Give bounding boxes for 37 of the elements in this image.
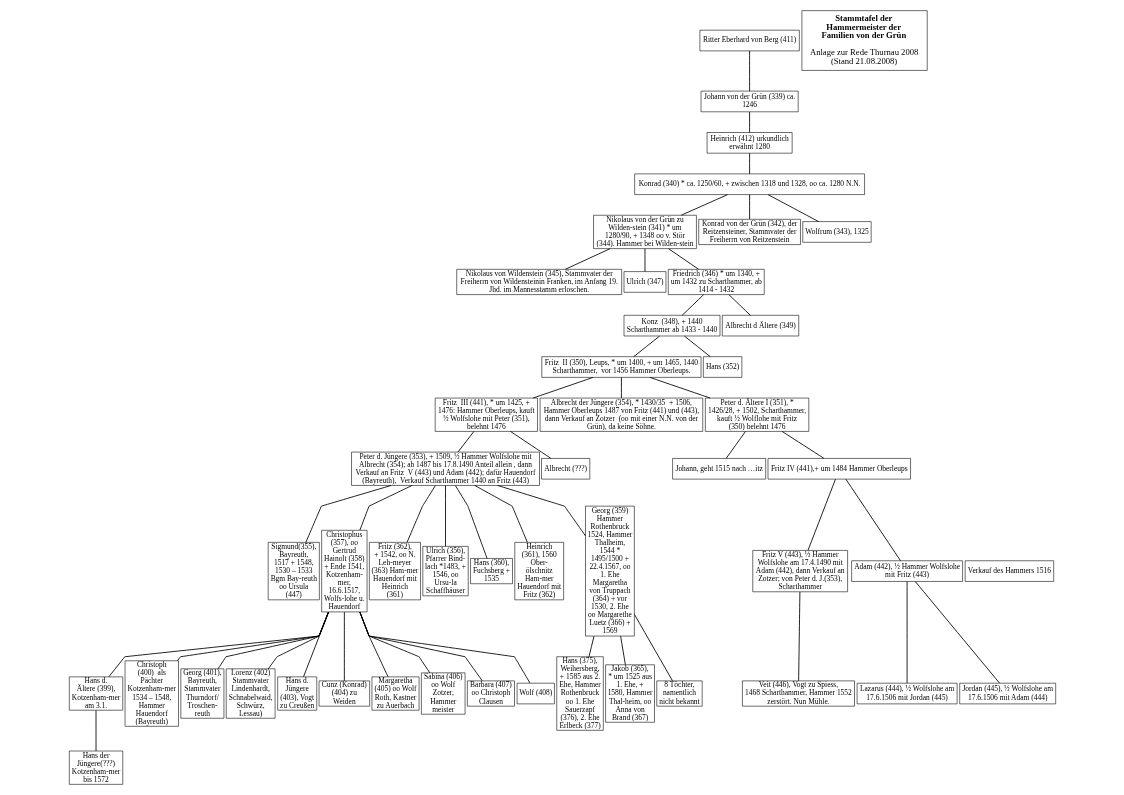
connector: [914, 581, 1000, 684]
connector: [725, 431, 746, 459]
connector: [532, 377, 593, 399]
connector: [748, 50, 750, 92]
connector: [302, 611, 329, 678]
connector: [649, 377, 711, 399]
connector: [619, 635, 626, 666]
connector: [406, 485, 436, 543]
connector: [667, 248, 699, 270]
connector: [748, 152, 750, 175]
connector: [358, 611, 530, 684]
connector: [107, 611, 329, 678]
connector: [454, 485, 487, 559]
connector: [748, 194, 750, 220]
connector: [620, 377, 622, 399]
connector: [683, 335, 711, 358]
connector: [457, 431, 474, 453]
connector: [564, 248, 610, 270]
connector: [473, 485, 528, 543]
connector: [444, 485, 446, 547]
connector: [680, 194, 728, 216]
node-box: Stammtafel der Hammermeister der Familien von der Grün Anlage zur Rede Thurnau 2008 (Stand 21.08.2008): [801, 10, 927, 71]
connector: [748, 111, 750, 133]
connector: [633, 614, 673, 682]
connector: [358, 485, 412, 531]
connector: [845, 478, 901, 562]
connector: [807, 478, 836, 551]
connector: [781, 431, 824, 459]
connector: [727, 294, 751, 316]
connector: [797, 591, 800, 682]
connector: [343, 611, 345, 682]
connector: [767, 194, 819, 223]
connector: [588, 635, 594, 658]
connector: [496, 485, 586, 537]
connector: [632, 335, 660, 358]
connector: [304, 485, 391, 543]
connector: [681, 294, 704, 316]
